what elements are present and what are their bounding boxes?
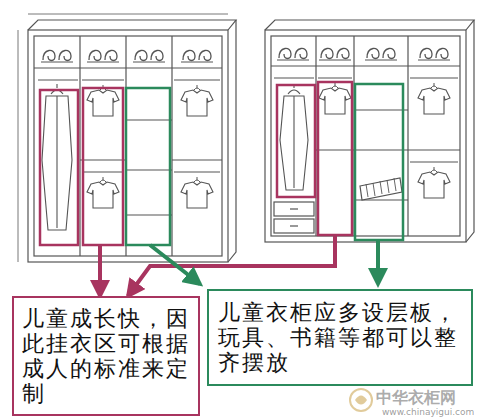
watermark-logo	[350, 389, 372, 411]
leader-arrows	[100, 235, 378, 296]
watermark-url: www.chinayigui.com	[382, 407, 474, 417]
left-wardrobe	[18, 14, 236, 262]
text-callout-box: 儿童成长快，因此挂衣区可根据成人的标准来定制	[12, 296, 200, 416]
right-wardrobe	[265, 20, 474, 242]
text-callout-box: 儿童衣柜应多设层板，玩具、书籍等都可以整齐摆放	[207, 289, 473, 386]
watermark-text: 中华衣柜网	[376, 388, 456, 409]
callout-text: 儿童成长快，因此挂衣区可根据成人的标准来定制	[22, 306, 190, 406]
callout-text: 儿童衣柜应多设层板，玩具、书籍等都可以整齐摆放	[218, 300, 462, 375]
